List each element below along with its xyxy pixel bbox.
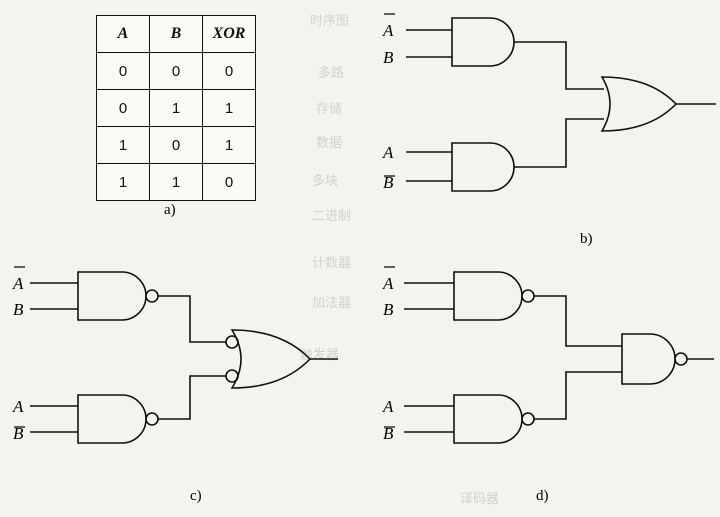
table-row: 0 1 1 bbox=[96, 89, 256, 127]
xor-truth-table: A B XOR 0 0 0 0 1 1 1 0 1 1 1 0 bbox=[96, 15, 256, 201]
table-row: 1 0 1 bbox=[96, 126, 256, 164]
background-text-2: 多路 bbox=[318, 66, 345, 81]
table-cell: 0 bbox=[202, 163, 256, 201]
caption-d: d) bbox=[536, 488, 549, 504]
background-text-4: 数据 bbox=[316, 136, 343, 151]
and-gate-top bbox=[451, 17, 515, 67]
or-gate-negated-inputs bbox=[230, 329, 312, 389]
nand-bubble-bottom bbox=[145, 412, 159, 426]
table-row: 0 0 0 bbox=[96, 52, 256, 90]
table-cell: 1 bbox=[149, 163, 203, 201]
panel-d-circuit bbox=[404, 271, 714, 444]
nand-bubble-top bbox=[521, 289, 535, 303]
background-text-10: 译码器 bbox=[460, 492, 500, 507]
caption-c: c) bbox=[190, 488, 202, 504]
background-text-1: 时序图 bbox=[310, 14, 350, 29]
input-label-a: A bbox=[382, 397, 394, 416]
input-label-b: B bbox=[383, 300, 394, 319]
background-text-8: 加法器 bbox=[312, 296, 352, 311]
nand-bubble-top bbox=[145, 289, 159, 303]
background-text-5: 多块 bbox=[312, 174, 339, 189]
nand-gate-bottom bbox=[453, 394, 523, 444]
nand-gate-bottom bbox=[77, 394, 147, 444]
input-label-a: A bbox=[382, 21, 394, 40]
input-label-b: B bbox=[383, 48, 394, 67]
and-gate-bottom bbox=[451, 142, 515, 192]
input-label-b: B bbox=[383, 173, 394, 192]
table-cell: 1 bbox=[96, 163, 150, 201]
table-cell: 1 bbox=[149, 89, 203, 127]
column-header-xor: XOR bbox=[202, 15, 256, 53]
table-cell: 1 bbox=[96, 126, 150, 164]
caption-a: a) bbox=[164, 202, 176, 218]
input-label-a: A bbox=[382, 274, 394, 293]
table-header-row: A B XOR bbox=[96, 15, 256, 53]
panel-b-circuit bbox=[406, 17, 716, 192]
caption-b: b) bbox=[580, 231, 593, 247]
nand-bubble-bottom bbox=[521, 412, 535, 426]
table-cell: 0 bbox=[202, 52, 256, 90]
panel-c-circuit bbox=[30, 271, 338, 444]
input-label-a: A bbox=[12, 397, 24, 416]
nand-gate-top bbox=[453, 271, 523, 321]
or-gate bbox=[600, 76, 678, 132]
background-text-7: 计数器 bbox=[312, 256, 352, 271]
input-label-b: B bbox=[383, 424, 394, 443]
nand-gate-output bbox=[621, 333, 676, 385]
background-text-6: 二进制 bbox=[312, 209, 352, 224]
table-cell: 1 bbox=[202, 126, 256, 164]
nand-gate-top bbox=[77, 271, 147, 321]
table-cell: 0 bbox=[96, 52, 150, 90]
input-label-a: A bbox=[12, 274, 24, 293]
nand-bubble-output bbox=[674, 352, 688, 366]
column-header-b: B bbox=[149, 15, 203, 53]
background-text-3: 存储 bbox=[316, 102, 343, 117]
input-label-a: A bbox=[382, 143, 394, 162]
table-row: 1 1 0 bbox=[96, 163, 256, 201]
input-label-b: B bbox=[13, 424, 24, 443]
input-label-b: B bbox=[13, 300, 24, 319]
